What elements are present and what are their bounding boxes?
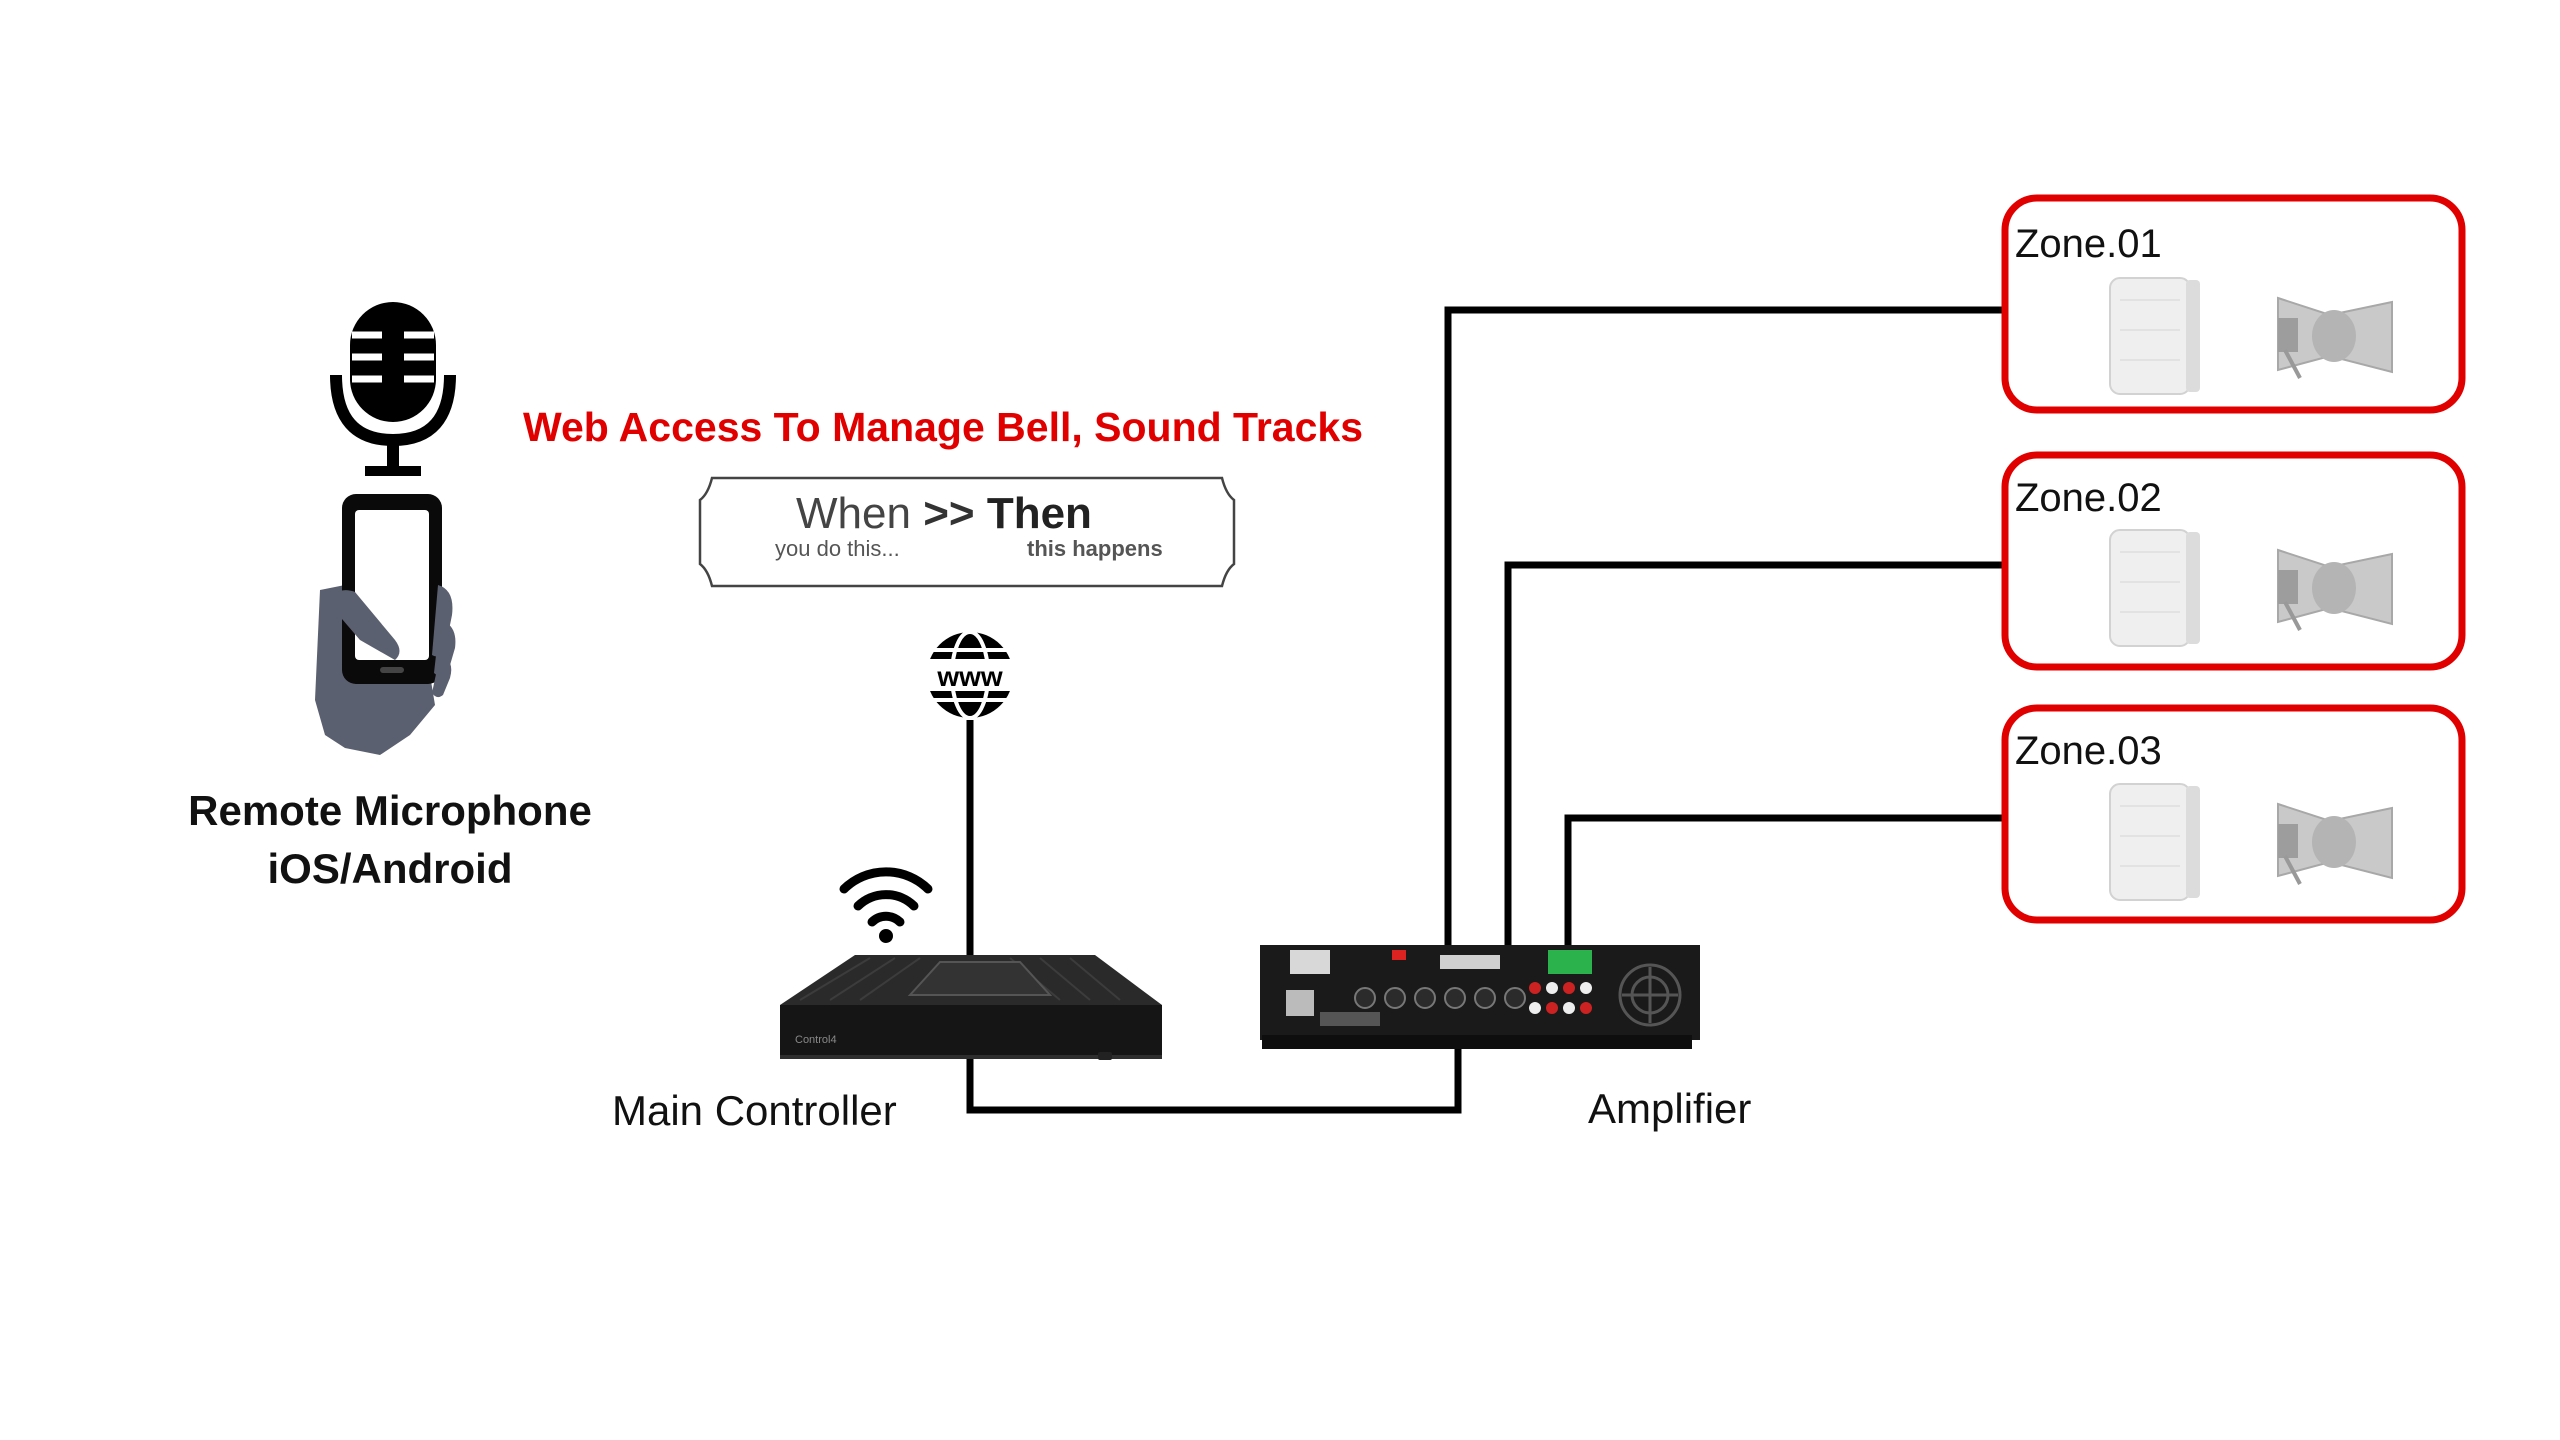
remote-microphone-label: Remote Microphone iOS/Android (170, 782, 610, 898)
zone-02-label: Zone.02 (2015, 476, 2162, 520)
badge-sub-right: this happens (1027, 536, 1163, 561)
zone-03-label: Zone.03 (2015, 729, 2162, 773)
zone-01-speakers (2109, 277, 2393, 395)
box-speaker-icon (2109, 783, 2200, 901)
wire-amplifier-to-zone-02 (1504, 561, 2005, 950)
zone-01-label: Zone.01 (2015, 222, 2162, 266)
badge-when-then: When >> Then (796, 492, 1092, 536)
remote-microphone-line1: Remote Microphone (188, 787, 592, 834)
wire-amplifier-to-zone-01 (1444, 306, 2005, 965)
wire-amplifier-to-zone-03 (1564, 814, 2005, 950)
controller-brand: Control4 (795, 1034, 837, 1046)
www-label: www (936, 661, 1003, 692)
globe-www-icon: www (922, 630, 1018, 720)
amplifier-label: Amplifier (1588, 1085, 1752, 1132)
box-speaker-icon (2109, 529, 2200, 647)
badge-when: When (796, 489, 911, 538)
amplifier-device (1260, 945, 1700, 1049)
badge-then: Then (986, 489, 1092, 538)
wires (966, 306, 2005, 1114)
microphone-icon (330, 302, 456, 476)
main-controller-label: Main Controller (612, 1087, 897, 1134)
box-speaker-icon (2109, 277, 2200, 395)
wire-controller-to-amplifier (966, 1040, 1462, 1114)
badge-sub-left: you do this... (775, 536, 900, 561)
zone-02-speakers (2109, 529, 2393, 647)
remote-microphone-line2: iOS/Android (267, 844, 513, 892)
horn-speaker-icon (2277, 548, 2393, 631)
badge-arrows: >> (923, 489, 975, 538)
hand-phone-icon (315, 494, 456, 755)
horn-speaker-icon (2277, 802, 2393, 885)
main-controller-device: Control4 (780, 955, 1162, 1060)
wifi-icon (839, 867, 933, 943)
badge-frame (698, 476, 1236, 588)
zone-03-speakers (2109, 783, 2393, 901)
horn-speaker-icon (2277, 296, 2393, 379)
web-access-headline: Web Access To Manage Bell, Sound Tracks (523, 404, 1363, 450)
